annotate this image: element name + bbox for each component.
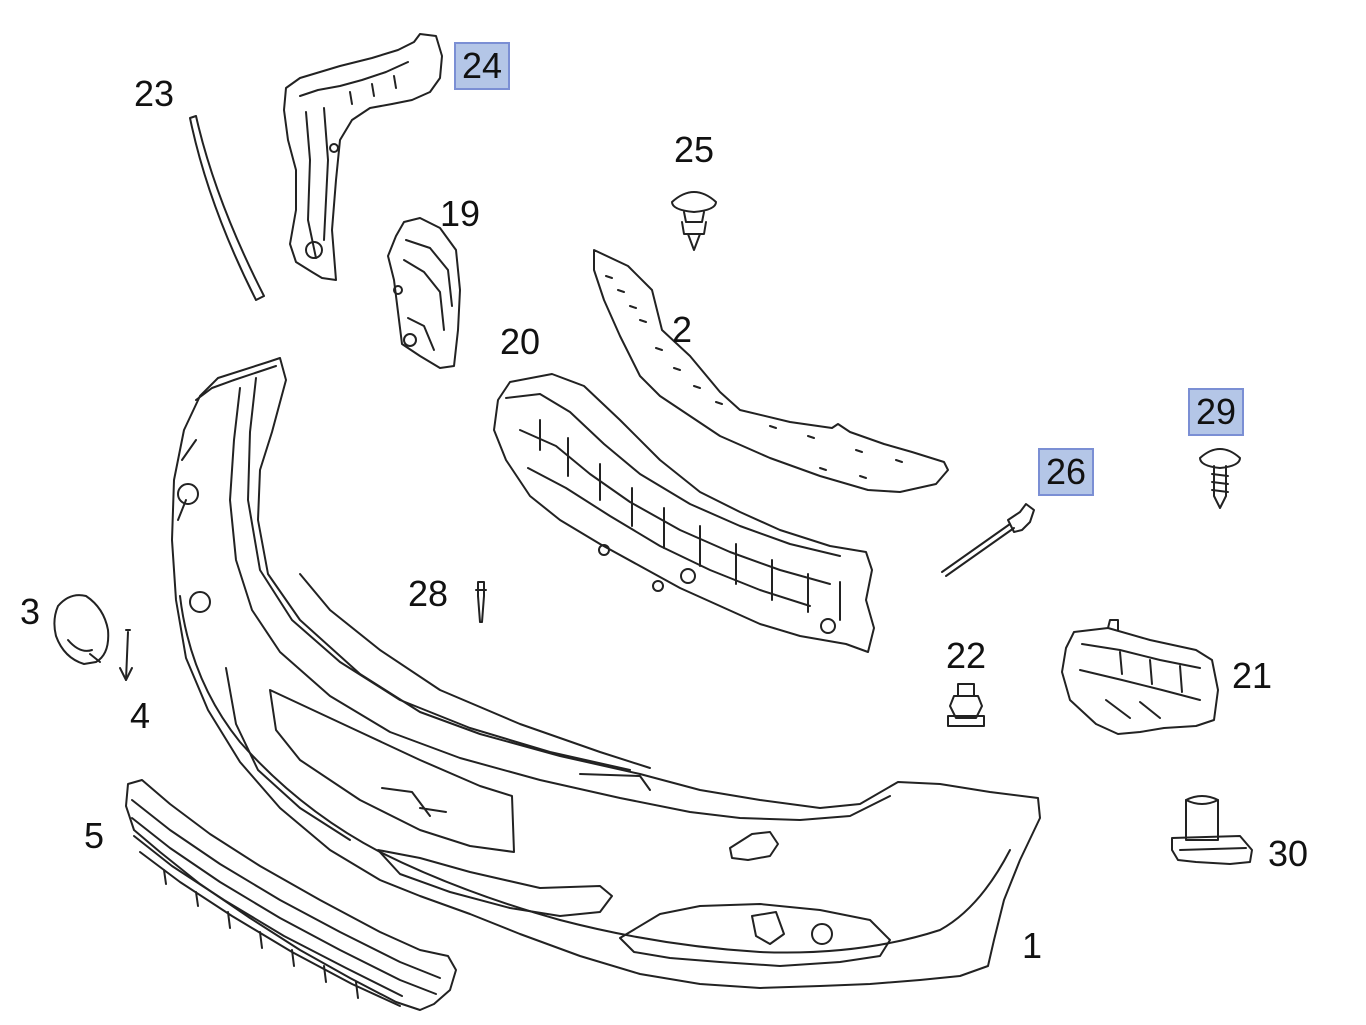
callout-5: 5 <box>84 815 105 856</box>
part-20-impact-absorber <box>493 373 875 653</box>
callout-25: 25 <box>674 129 715 170</box>
part-21-side-guide <box>1061 619 1219 735</box>
callout-21: 21 <box>1232 655 1273 696</box>
part-23-trim-strip <box>189 115 265 301</box>
part-26-rivet <box>941 503 1035 577</box>
part-2-plate <box>593 249 949 493</box>
callout-24: 24 <box>454 42 511 90</box>
callout-3: 3 <box>20 591 41 632</box>
callout-29: 29 <box>1188 388 1245 436</box>
callout-20: 20 <box>500 321 541 362</box>
callout-23: 23 <box>134 73 175 114</box>
part-1-bumper-cover <box>171 357 1041 989</box>
part-22-plug <box>947 683 985 727</box>
callout-30: 30 <box>1268 833 1309 874</box>
part-5-grille <box>125 779 457 1011</box>
part-29-screw <box>1199 448 1241 509</box>
part-24-bracket <box>283 33 443 281</box>
part-28-pin <box>475 581 487 623</box>
part-4-clip <box>119 629 133 681</box>
callout-19: 19 <box>440 193 481 234</box>
callout-4: 4 <box>130 695 151 736</box>
part-30-clip <box>1171 795 1253 865</box>
part-25-push-clip <box>671 191 717 251</box>
part-19-side-bracket <box>387 217 461 369</box>
callout-26: 26 <box>1038 448 1095 496</box>
callout-22: 22 <box>946 635 987 676</box>
callout-28: 28 <box>408 573 449 614</box>
callout-1: 1 <box>1022 925 1043 966</box>
callout-2: 2 <box>672 309 693 350</box>
part-3-tow-cap <box>53 594 110 665</box>
